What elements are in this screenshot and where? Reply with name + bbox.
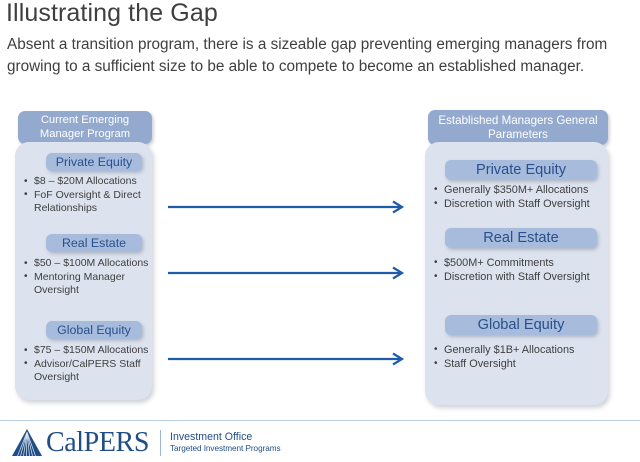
footer-text-block: Investment Office Targeted Investment Pr… (170, 431, 281, 454)
left-bullets-private-equity: $8 – $20M Allocations FoF Oversight & Di… (23, 175, 149, 216)
left-panel-title-banner: Current Emerging Manager Program (18, 111, 152, 144)
left-bullets-real-estate: $50 – $100M Allocations Mentoring Manage… (23, 257, 149, 298)
right-bullets-private-equity: Generally $350M+ Allocations Discretion … (433, 182, 609, 211)
list-item: $500M+ Commitments (433, 255, 609, 270)
right-bullets-global-equity: Generally $1B+ Allocations Staff Oversig… (433, 342, 609, 371)
calpers-wordmark: CalPERS (46, 427, 150, 458)
left-section-header-real-estate: Real Estate (46, 234, 142, 252)
calpers-mountain-logo-icon (12, 429, 42, 457)
right-panel-title-banner: Established Managers General Parameters (428, 110, 608, 145)
list-item: $8 – $20M Allocations (23, 175, 149, 189)
left-bullets-global-equity: $75 – $150M Allocations Advisor/CalPERS … (23, 344, 149, 385)
right-section-header-real-estate: Real Estate (445, 228, 597, 248)
right-bullets-real-estate: $500M+ Commitments Discretion with Staff… (433, 255, 609, 284)
footer-divider (0, 420, 640, 421)
list-item: Generally $350M+ Allocations (433, 182, 609, 197)
list-item: $75 – $150M Allocations (23, 344, 149, 358)
arrow-global-equity-icon (168, 352, 405, 366)
list-item: Advisor/CalPERS Staff Oversight (23, 357, 149, 385)
list-item: $50 – $100M Allocations (23, 257, 149, 271)
arrow-private-equity-icon (168, 200, 405, 214)
left-section-header-private-equity: Private Equity (46, 153, 142, 171)
list-item: Staff Oversight (433, 357, 609, 371)
list-item: Discretion with Staff Oversight (433, 270, 609, 284)
list-item: Discretion with Staff Oversight (433, 197, 609, 211)
right-section-header-global-equity: Global Equity (445, 315, 597, 335)
footer-program-label: Targeted Investment Programs (170, 444, 281, 454)
page-subtitle: Absent a transition program, there is a … (7, 36, 608, 75)
footer-vertical-rule (160, 430, 162, 456)
page-title: Illustrating the Gap (6, 0, 218, 27)
list-item: Mentoring Manager Oversight (23, 270, 149, 298)
left-section-header-global-equity: Global Equity (46, 321, 142, 339)
footer-branding: CalPERS Investment Office Targeted Inves… (10, 426, 350, 460)
right-section-header-private-equity: Private Equity (445, 160, 597, 180)
footer-office-label: Investment Office (170, 431, 253, 444)
list-item: FoF Oversight & Direct Relationships (23, 188, 149, 216)
arrow-real-estate-icon (168, 266, 405, 280)
list-item: Generally $1B+ Allocations (433, 342, 609, 357)
